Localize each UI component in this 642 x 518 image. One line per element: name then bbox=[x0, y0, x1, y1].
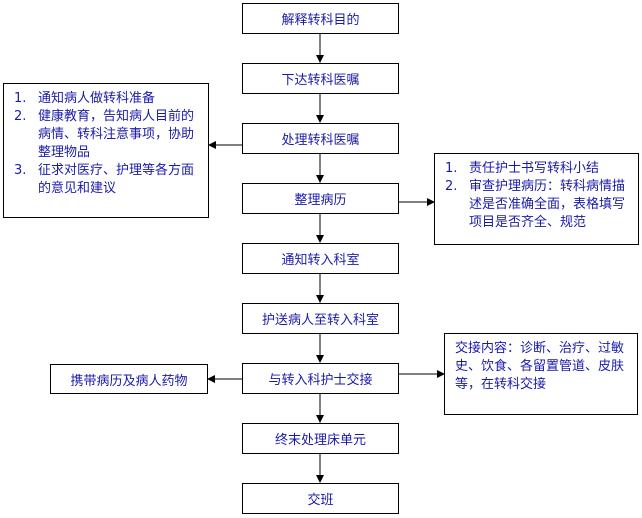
step-label: 通知转入科室 bbox=[281, 253, 360, 268]
item-text: 健康教育，告知病人目前的病情、转科注意事项，协助整理物品 bbox=[38, 109, 195, 160]
step-label: 交班 bbox=[307, 493, 334, 508]
carry-items-note: 携带病历及病人药物 bbox=[50, 364, 208, 394]
right-notes-box: 1. 责任护士书写转科小结 2. 审查护理病历：转科病情描述是否准确全面，表格填… bbox=[434, 153, 639, 245]
step-label: 处理转科医嘱 bbox=[281, 133, 360, 148]
step-shift-handover: 交班 bbox=[242, 483, 399, 514]
step-process-order: 处理转科医嘱 bbox=[242, 123, 399, 154]
step-label: 与转入科护士交接 bbox=[268, 373, 373, 388]
list-item: 2. 健康教育，告知病人目前的病情、转科注意事项，协助整理物品 bbox=[14, 108, 200, 162]
step-terminal-bed: 终末处理床单元 bbox=[242, 423, 399, 454]
list-item: 1. 责任护士书写转科小结 bbox=[445, 160, 630, 178]
right-notes-list: 1. 责任护士书写转科小结 2. 审查护理病历：转科病情描述是否准确全面，表格填… bbox=[445, 160, 630, 232]
step-label: 解释转科目的 bbox=[281, 13, 360, 28]
step-label: 终末处理床单元 bbox=[274, 433, 366, 448]
note-label: 携带病历及病人药物 bbox=[70, 373, 188, 389]
step-handover-nurse: 与转入科护士交接 bbox=[242, 363, 399, 394]
step-organize-records: 整理病历 bbox=[242, 183, 399, 214]
step-escort-patient: 护送病人至转入科室 bbox=[242, 303, 399, 334]
item-number: 2. bbox=[445, 179, 458, 194]
step-label: 护送病人至转入科室 bbox=[261, 313, 379, 328]
item-text: 责任护士书写转科小结 bbox=[469, 161, 600, 176]
item-number: 3. bbox=[14, 163, 27, 178]
item-number: 1. bbox=[445, 161, 458, 176]
left-notes-list: 1. 通知病人做转科准备 2. 健康教育，告知病人目前的病情、转科注意事项，协助… bbox=[14, 90, 200, 198]
list-item: 1. 通知病人做转科准备 bbox=[14, 90, 200, 108]
left-notes-box: 1. 通知病人做转科准备 2. 健康教育，告知病人目前的病情、转科注意事项，协助… bbox=[3, 83, 209, 218]
item-text: 征求对医疗、护理等各方面的意见和建议 bbox=[38, 163, 195, 196]
handover-content-note: 交接内容：诊断、治疗、过敏史、饮食、各留置管道、皮肤等，在转科交接 bbox=[444, 333, 638, 415]
step-label: 下达转科医嘱 bbox=[281, 73, 360, 88]
step-notify-department: 通知转入科室 bbox=[242, 243, 399, 274]
step-label: 整理病历 bbox=[294, 193, 347, 208]
item-number: 2. bbox=[14, 109, 27, 124]
note-text: 交接内容：诊断、治疗、过敏史、饮食、各留置管道、皮肤等，在转科交接 bbox=[455, 341, 625, 392]
item-number: 1. bbox=[14, 91, 27, 106]
step-explain-purpose: 解释转科目的 bbox=[242, 3, 399, 34]
item-text: 审查护理病历：转科病情描述是否准确全面，表格填写项目是否齐全、规范 bbox=[469, 179, 626, 230]
item-text: 通知病人做转科准备 bbox=[38, 91, 156, 106]
step-issue-order: 下达转科医嘱 bbox=[242, 63, 399, 94]
list-item: 2. 审查护理病历：转科病情描述是否准确全面，表格填写项目是否齐全、规范 bbox=[445, 178, 630, 232]
list-item: 3. 征求对医疗、护理等各方面的意见和建议 bbox=[14, 162, 200, 198]
